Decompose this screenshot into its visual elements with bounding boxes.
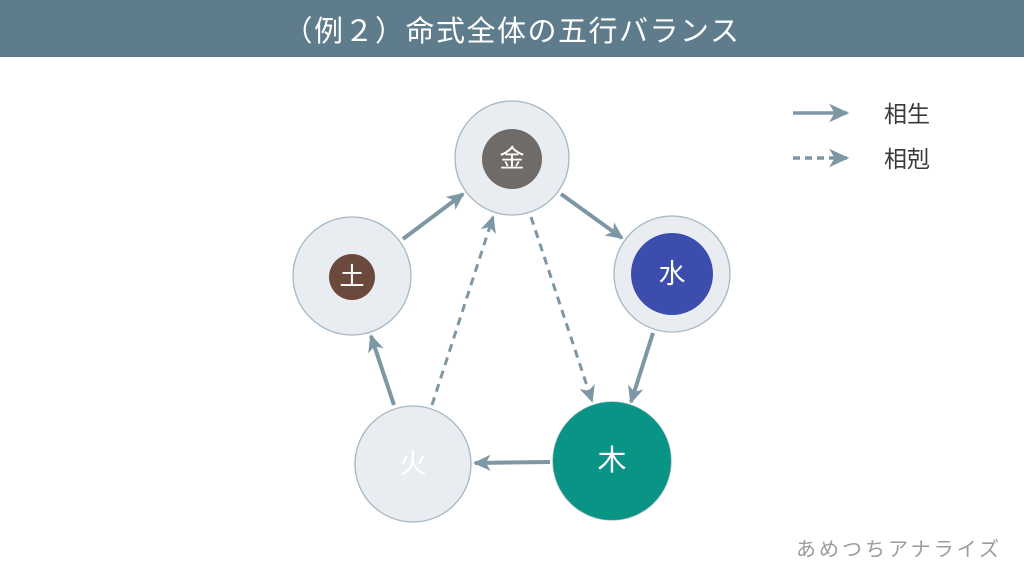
title-bar: （例２）命式全体の五行バランス — [0, 0, 1024, 57]
node-water: 水 — [613, 215, 731, 333]
arrow-fire-to-earth — [368, 334, 396, 406]
wood-inner-circle — [553, 402, 671, 520]
generating-cycle-arrows — [368, 192, 655, 471]
slide-title: （例２）命式全体の五行バランス — [283, 15, 741, 48]
wood-label: 木 — [597, 444, 626, 477]
arrow-water-to-wood — [628, 332, 655, 404]
watermark: あめつちアナライズ — [796, 538, 1002, 561]
metal-inner-circle — [482, 129, 542, 189]
arrow-wood-to-fire — [472, 454, 551, 471]
node-metal: 金 — [454, 100, 570, 216]
legend: 相生 相剋 — [793, 101, 930, 172]
node-earth: 土 — [292, 216, 412, 336]
metal-label: 金 — [499, 145, 524, 173]
node-wood: 木 — [552, 401, 672, 521]
node-fire: 火 — [354, 405, 472, 523]
water-label: 水 — [659, 259, 686, 289]
legend-label-generating: 相生 — [884, 101, 930, 127]
fire-label: 火 — [400, 449, 427, 479]
arrow-earth-to-metal — [401, 192, 465, 241]
arrow-fire-to-metal — [430, 215, 496, 406]
legend-label-overcoming: 相剋 — [884, 146, 930, 172]
overcoming-cycle-arrows — [430, 215, 595, 406]
arrow-metal-to-wood — [529, 216, 595, 403]
water-inner-circle — [631, 233, 713, 315]
earth-label: 土 — [339, 263, 364, 291]
fire-outer-circle — [354, 405, 472, 523]
earth-inner-circle — [329, 254, 375, 300]
arrow-metal-to-water — [559, 192, 624, 240]
